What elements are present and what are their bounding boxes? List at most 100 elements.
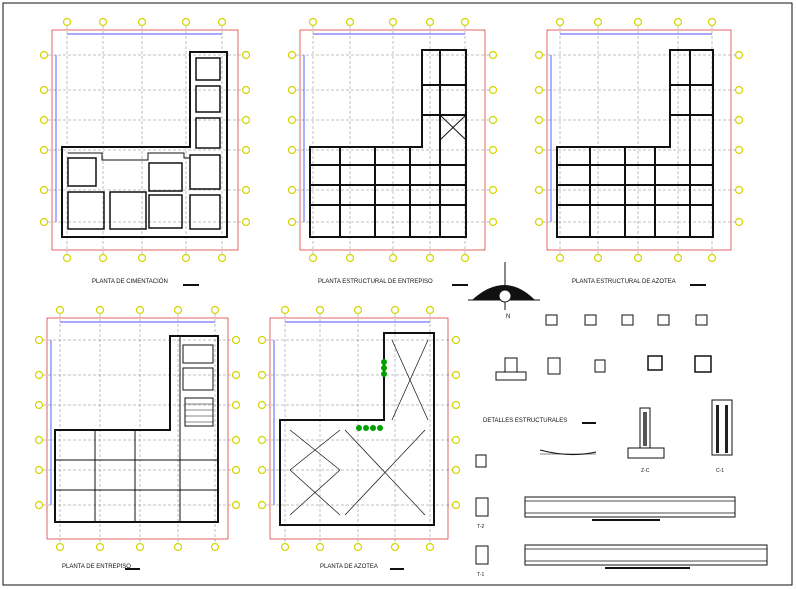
axis-bubble [488, 50, 498, 60]
axis-bubble [488, 217, 498, 227]
axis-bubble [39, 217, 49, 227]
mezzanine-floor-plan: PLANTA DE ENTREPISO [34, 305, 241, 570]
grid-axes [34, 305, 241, 552]
svg-text:C-1: C-1 [716, 468, 724, 474]
axis-bubble [460, 17, 470, 27]
axis-bubble [534, 217, 544, 227]
column-detail: C-1 [711, 399, 733, 474]
plan-title: PLANTA DE AZOTEA [320, 564, 378, 570]
svg-text:T-1: T-1 [477, 572, 484, 578]
axis-bubble [241, 115, 251, 125]
mezzanine-structural-plan: PLANTA ESTRUCTURAL DE ENTREPISO [287, 17, 498, 286]
north-arrow: N [468, 262, 540, 320]
axis-bubble [217, 253, 227, 263]
details-title: DETALLES ESTRUCTURALES [483, 418, 567, 424]
axis-bubble [555, 253, 565, 263]
axis-bubble [673, 17, 683, 27]
axis-bubble [315, 305, 325, 315]
axis-bubble [280, 305, 290, 315]
axis-bubble [534, 145, 544, 155]
axis-bubble [241, 145, 251, 155]
axis-bubble [451, 465, 461, 475]
axis-bubble [210, 542, 220, 552]
axis-bubble [451, 435, 461, 445]
axis-bubble [488, 145, 498, 155]
axis-bubble [555, 17, 565, 27]
structural-details: DETALLES ESTRUCTURALES Z-C C-1 T-2 [475, 314, 768, 578]
axis-bubble [34, 400, 44, 410]
axis-bubble [593, 17, 603, 27]
foundation-plan: PLANTA DE CIMENTACIÓN [39, 17, 251, 286]
axis-bubble [181, 17, 191, 27]
axis-bubble [734, 185, 744, 195]
dimension-frame [269, 317, 449, 540]
axis-bubble [707, 253, 717, 263]
axis-bubble [451, 500, 461, 510]
axis-bubble [287, 50, 297, 60]
axis-bubble [593, 253, 603, 263]
axis-bubble [707, 17, 717, 27]
axis-bubble [241, 185, 251, 195]
building-outline [309, 49, 467, 238]
axis-bubble [257, 465, 267, 475]
beam-t2-detail: T-2 [475, 496, 736, 530]
axis-bubble [534, 115, 544, 125]
axis-bubble [734, 217, 744, 227]
plan-title: PLANTA DE CIMENTACIÓN [92, 278, 168, 285]
axis-bubble [425, 305, 435, 315]
axis-bubble [39, 115, 49, 125]
axis-bubble [345, 17, 355, 27]
axis-bubble [287, 145, 297, 155]
axis-bubble [451, 370, 461, 380]
axis-bubble [241, 50, 251, 60]
axis-bubble [241, 85, 251, 95]
axis-bubble [257, 435, 267, 445]
grid-axes [39, 17, 251, 263]
axis-bubble [181, 253, 191, 263]
axis-bubble [287, 85, 297, 95]
roof-structural-plan: PLANTA ESTRUCTURAL DE AZOTEA [534, 17, 744, 286]
axis-bubble [98, 253, 108, 263]
axis-bubble [34, 500, 44, 510]
axis-bubble [734, 115, 744, 125]
axis-bubble [287, 185, 297, 195]
axis-bubble [257, 400, 267, 410]
svg-text:T-2: T-2 [477, 524, 484, 530]
stair-section [475, 449, 597, 468]
building-outline [61, 51, 228, 238]
axis-bubble [173, 542, 183, 552]
axis-bubble [734, 145, 744, 155]
axis-bubble [488, 85, 498, 95]
axis-bubble [390, 305, 400, 315]
axis-bubble [534, 85, 544, 95]
axis-bubble [287, 217, 297, 227]
axis-bubble [241, 217, 251, 227]
axis-bubble [425, 17, 435, 27]
dimension-frame [51, 29, 239, 251]
axis-bubble [231, 400, 241, 410]
axis-bubble [34, 335, 44, 345]
axis-bubble [257, 335, 267, 345]
roof-plan: PLANTA DE AZOTEA [257, 305, 461, 570]
axis-bubble [137, 17, 147, 27]
axis-bubble [388, 253, 398, 263]
axis-bubble [62, 253, 72, 263]
axis-bubble [231, 370, 241, 380]
axis-bubble [451, 400, 461, 410]
axis-bubble [390, 542, 400, 552]
axis-bubble [257, 500, 267, 510]
axis-bubble [173, 305, 183, 315]
axis-bubble [55, 542, 65, 552]
axis-bubble [55, 305, 65, 315]
axis-bubble [488, 185, 498, 195]
axis-bubble [62, 17, 72, 27]
plan-title: PLANTA ESTRUCTURAL DE AZOTEA [572, 279, 676, 285]
axis-bubble [39, 185, 49, 195]
axis-bubble [257, 370, 267, 380]
axis-bubble [633, 17, 643, 27]
dimension-frame [546, 29, 732, 251]
grid-axes [534, 17, 744, 263]
dimension-frame [46, 317, 229, 540]
